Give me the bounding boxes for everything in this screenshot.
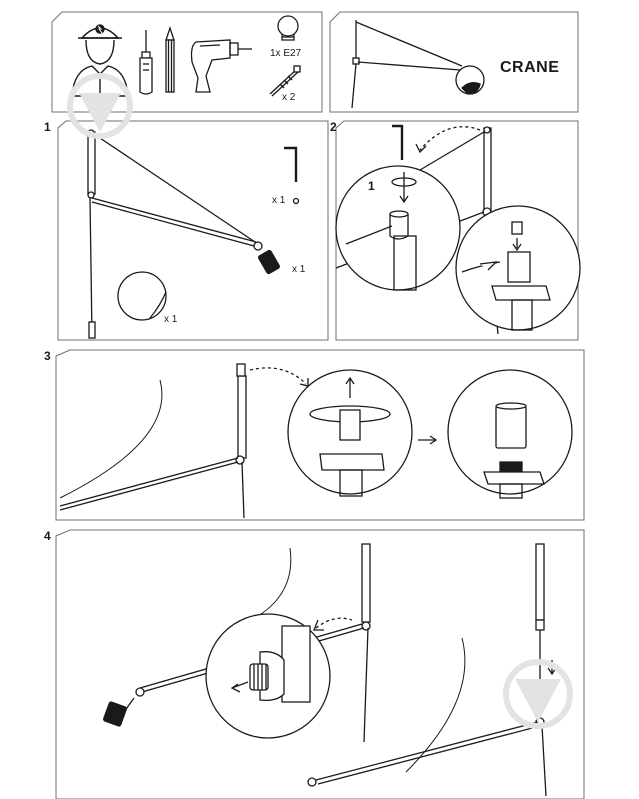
step-2-panel: 2 bbox=[330, 120, 581, 341]
worker-icon bbox=[71, 24, 129, 97]
screw-count-label: x 2 bbox=[282, 92, 296, 103]
socket-icon bbox=[103, 697, 135, 727]
screwdriver-icon bbox=[139, 30, 153, 95]
pencil-icon bbox=[165, 25, 175, 93]
wall-bracket bbox=[535, 543, 545, 621]
step-4-number: 4 bbox=[44, 529, 51, 543]
step-3-panel: 3 bbox=[44, 349, 585, 521]
step-4-panel: 4 bbox=[44, 529, 585, 799]
wall-bracket bbox=[87, 131, 96, 195]
globe-shade-icon bbox=[117, 271, 167, 321]
bulb-count-label: 1x E27 bbox=[270, 48, 302, 59]
bulb-icon bbox=[277, 15, 299, 41]
wall-bracket bbox=[483, 127, 492, 213]
next-arrow bbox=[418, 435, 438, 445]
allen-key-icon bbox=[284, 146, 298, 182]
wall-bracket bbox=[361, 543, 371, 623]
socket-icon bbox=[253, 241, 280, 275]
watermark-logo bbox=[503, 659, 573, 729]
step-3-number: 3 bbox=[44, 349, 51, 363]
lamp-arm bbox=[91, 197, 257, 243]
globe-count: x 1 bbox=[164, 314, 178, 325]
product-name: CRANE bbox=[500, 59, 559, 76]
screw-icon bbox=[269, 65, 301, 97]
move-arrow bbox=[419, 126, 481, 151]
wall-bracket bbox=[237, 375, 247, 459]
power-cord bbox=[89, 197, 93, 337]
watermark-logo bbox=[67, 73, 133, 139]
lamp-arm bbox=[59, 457, 239, 507]
unscrew-arrow bbox=[230, 681, 249, 693]
allen-key-icon bbox=[392, 124, 404, 160]
drill-icon bbox=[190, 39, 252, 93]
step-1-number: 1 bbox=[44, 120, 51, 134]
allen-key-count: x 1 bbox=[272, 195, 286, 206]
step-1-panel: 1 x 1 x 1 bbox=[44, 120, 329, 341]
callout-number: 1 bbox=[368, 179, 375, 193]
tools-panel: 1x E27 x 2 bbox=[51, 11, 323, 113]
lift-arrow bbox=[345, 376, 355, 398]
tension-cable bbox=[93, 133, 259, 245]
product-panel: CRANE bbox=[329, 11, 579, 113]
socket-count: x 1 bbox=[292, 264, 306, 275]
step-2-number: 2 bbox=[330, 120, 337, 134]
crane-lamp-icon bbox=[351, 20, 485, 109]
